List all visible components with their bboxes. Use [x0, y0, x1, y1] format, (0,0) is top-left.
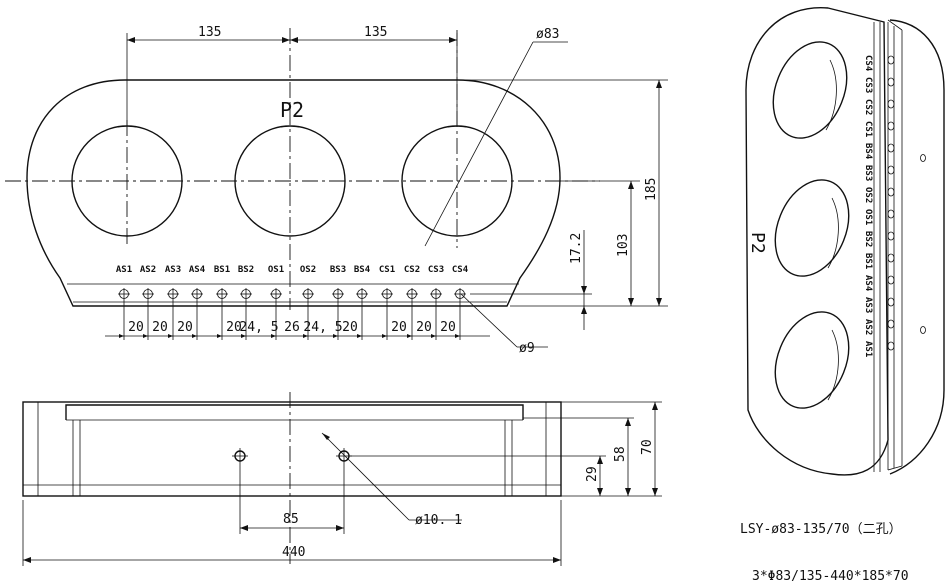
iso-terminal-label: OS1 — [863, 209, 873, 225]
iso-terminal-screw — [887, 99, 895, 109]
dim-height-center: 103 — [616, 234, 631, 257]
iso-terminal-label: AS3 — [863, 297, 873, 313]
iso-terminal-label: BS4 — [863, 143, 873, 160]
top-view-label: P2 — [280, 98, 304, 122]
iso-terminal-label: AS4 — [863, 275, 873, 292]
caption-spec: 3*Φ83/135-440*185*70 — [752, 569, 909, 584]
iso-view-back-outline — [889, 19, 945, 475]
pitch-label: 20 — [391, 320, 407, 335]
dim-spacing-right: 135 — [364, 25, 387, 40]
dim-screw-dia: ø9 — [519, 341, 535, 356]
iso-terminal-label: BS3 — [863, 165, 873, 181]
top-terminal-label: CS2 — [404, 265, 420, 275]
iso-terminal-label: CS3 — [863, 77, 873, 93]
iso-terminal-screw — [887, 121, 895, 131]
dim-hole-dia: ø83 — [536, 27, 559, 42]
top-terminal-strip: AS1 AS2 AS3 AS4 BS1 BS2 OS1 OS2 BS3 BS4 CS1 CS2 CS3 C… — [116, 265, 469, 340]
iso-terminal-label: AS2 — [863, 319, 873, 335]
iso-terminal-label: BS1 — [863, 253, 873, 269]
iso-hole-middle — [774, 179, 850, 277]
iso-terminal-label: CS2 — [863, 99, 873, 115]
top-terminal-label: AS1 — [116, 265, 132, 275]
iso-terminal-screw — [887, 77, 895, 87]
iso-terminal-screw — [887, 165, 895, 175]
pitch-label: 20 — [342, 320, 358, 335]
iso-terminal-screw — [887, 319, 895, 329]
dim-front-height-mid: 58 — [613, 446, 628, 462]
pitch-label: 24, 5 — [239, 320, 278, 335]
top-view: P2 135 135 ø83 185 103 17.2 — [5, 25, 668, 356]
iso-terminal-screw — [887, 187, 895, 197]
dim-spacing-left: 135 — [198, 25, 221, 40]
iso-view-body-outline — [745, 7, 889, 476]
front-view-body — [22, 401, 562, 497]
dim-height-terminal: 17.2 — [569, 233, 584, 264]
iso-view: P2 AS1 AS2 AS3 AS4 BS1 BS2 OS1 OS2 BS3 BS4 CS1 CS2 C… — [745, 7, 945, 476]
caption-model: LSY-ø83-135/70（二孔） — [740, 522, 902, 537]
top-terminal-label: CS4 — [452, 265, 469, 275]
iso-terminal-label: CS4 — [863, 55, 873, 72]
iso-terminal-label: BS2 — [863, 231, 873, 247]
top-terminal-label: CS3 — [428, 265, 444, 275]
iso-view-label: P2 — [747, 232, 768, 254]
iso-terminal-screw — [887, 275, 895, 285]
iso-terminal-label: AS1 — [863, 341, 873, 357]
iso-terminal-strip: AS1 AS2 AS3 AS4 BS1 BS2 OS1 OS2 BS3 BS4 CS1 CS2 CS3 C… — [863, 55, 895, 357]
top-terminal-label: BS2 — [238, 265, 254, 275]
iso-terminal-label: CS1 — [863, 121, 873, 137]
dim-hole-spacing: 85 — [283, 512, 299, 527]
front-view: 85 ø10. 1 440 70 58 29 — [22, 392, 662, 566]
iso-terminal-screw — [887, 209, 895, 219]
dim-front-height-total: 70 — [640, 439, 655, 455]
top-terminal-label: OS1 — [268, 265, 284, 275]
top-terminal-label: AS4 — [189, 265, 206, 275]
iso-terminal-screw — [887, 341, 895, 351]
top-terminal-label: AS3 — [165, 265, 181, 275]
iso-terminal-screw — [887, 253, 895, 263]
dim-length-total: 440 — [282, 545, 305, 560]
iso-hole-top — [772, 41, 848, 139]
iso-hole-bottom — [774, 311, 850, 409]
top-terminal-label: AS2 — [140, 265, 156, 275]
pitch-label: 20 — [128, 320, 144, 335]
iso-terminal-screw — [887, 231, 895, 241]
top-terminal-label: BS3 — [330, 265, 346, 275]
pitch-label: 26 — [284, 320, 300, 335]
pitch-label: 24, 5 — [303, 320, 342, 335]
pitch-label: 20 — [152, 320, 168, 335]
pitch-label: 20 — [416, 320, 432, 335]
top-terminal-label: OS2 — [300, 265, 316, 275]
dim-height-total: 185 — [644, 178, 659, 201]
pitch-label: 20 — [177, 320, 193, 335]
top-view-body-outline — [26, 79, 561, 307]
top-terminal-label: BS4 — [354, 265, 371, 275]
iso-terminal-screw — [887, 297, 895, 307]
dim-front-hole-dia: ø10. 1 — [415, 513, 462, 528]
pitch-label: 20 — [226, 320, 242, 335]
pitch-label: 20 — [440, 320, 456, 335]
iso-terminal-screw — [887, 55, 895, 65]
top-terminal-label: BS1 — [214, 265, 230, 275]
iso-terminal-label: OS2 — [863, 187, 873, 203]
iso-terminal-screw — [887, 143, 895, 153]
top-terminal-label: CS1 — [379, 265, 395, 275]
dim-front-height-hole: 29 — [585, 466, 600, 482]
